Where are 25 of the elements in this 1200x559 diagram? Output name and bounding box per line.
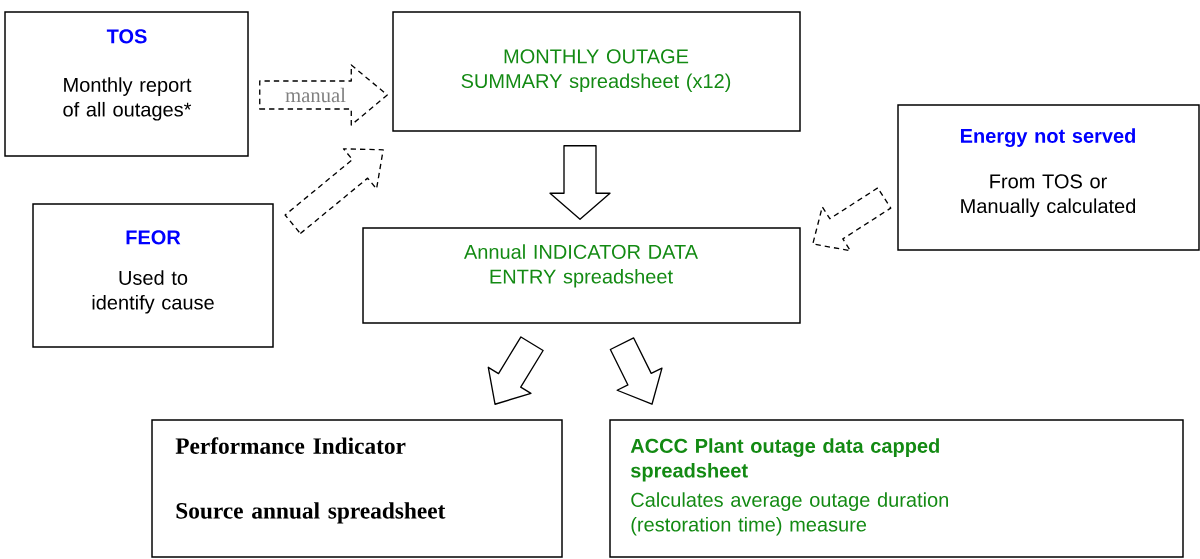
block-arrow xyxy=(812,187,892,252)
box-text: Calculates average outage duration (restoration time) measure xyxy=(631,492,948,536)
box-text: MONTHLY OUTAGE SUMMARY spreadsheet (x12) xyxy=(461,49,731,93)
box-text: From TOS or Manually calculated xyxy=(961,174,1136,218)
box-heading: ACCC Plant outage data capped spreadsheet xyxy=(630,438,939,482)
box-text: Monthly report of all outages* xyxy=(63,77,192,121)
box-text: Source annual spreadsheet xyxy=(176,502,446,524)
edge-label: manual xyxy=(284,87,347,103)
process-box xyxy=(362,227,801,324)
block-arrow xyxy=(549,145,611,220)
process-box xyxy=(609,419,1184,558)
process-box xyxy=(4,11,249,157)
box-heading: Energy not served xyxy=(961,128,1135,147)
process-box xyxy=(897,104,1200,251)
block-arrow xyxy=(609,337,663,405)
process-box xyxy=(32,203,274,348)
box-heading: TOS xyxy=(106,29,147,44)
box-heading: FEOR xyxy=(126,230,181,245)
block-arrow xyxy=(284,148,384,235)
process-box xyxy=(151,419,563,558)
block-arrow xyxy=(487,336,544,405)
box-text: Annual INDICATOR DATA ENTRY spreadsheet xyxy=(464,244,698,288)
process-box xyxy=(392,11,801,132)
box-heading: Performance Indicator xyxy=(175,437,406,454)
box-text: Used to identify cause xyxy=(92,270,214,314)
